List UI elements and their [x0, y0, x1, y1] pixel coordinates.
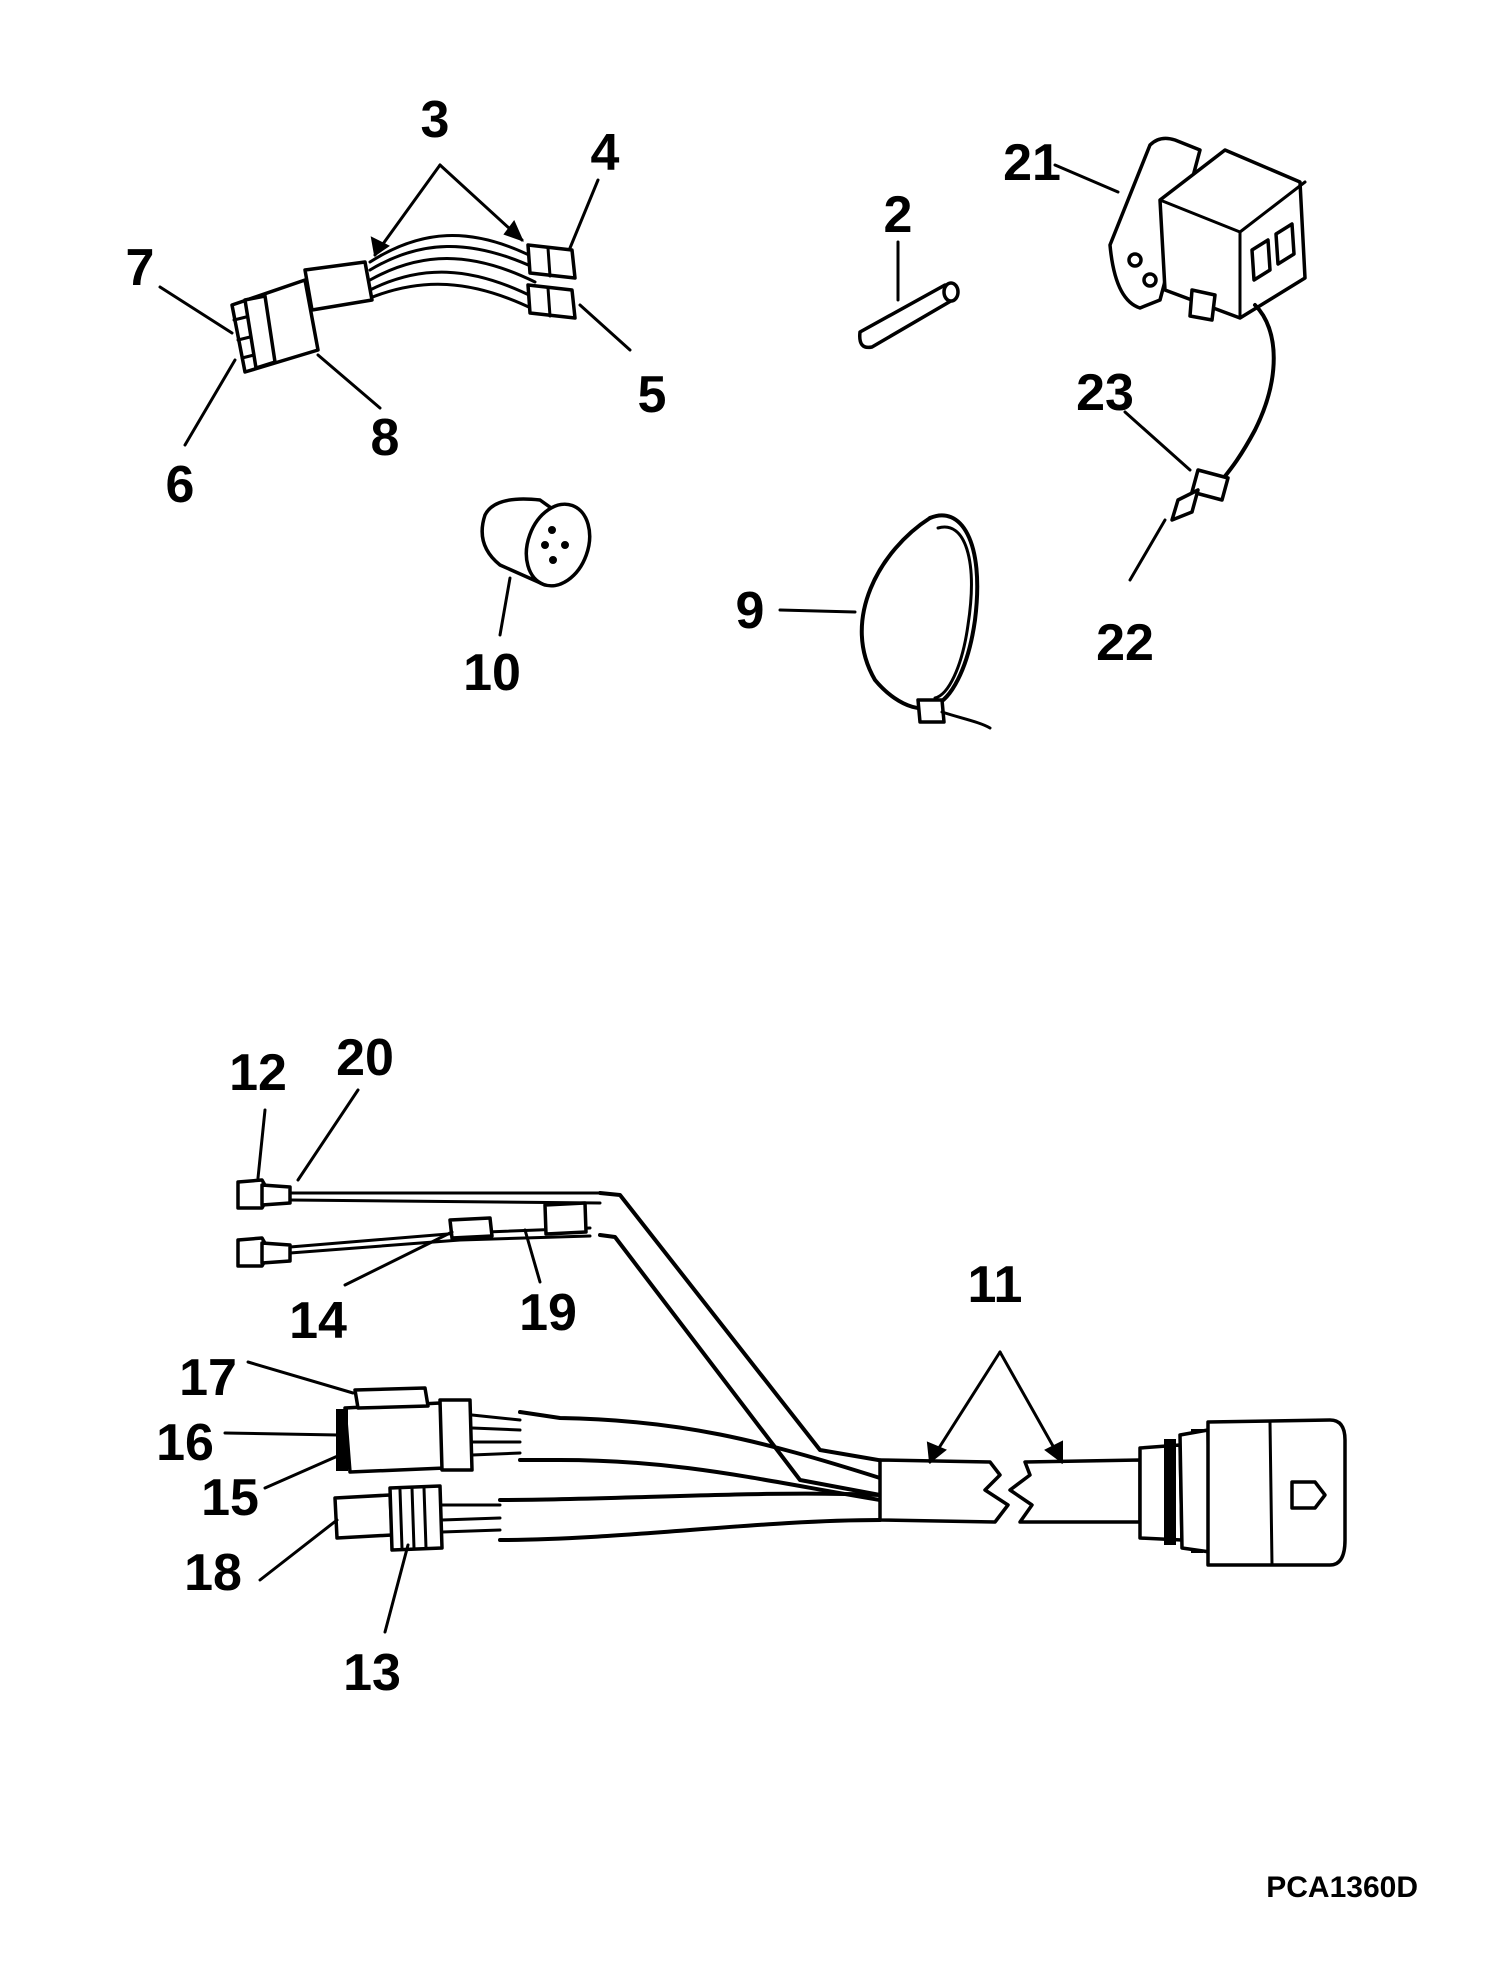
callout-20: 20 — [336, 1029, 394, 1087]
callout-19: 19 — [519, 1284, 577, 1342]
callout-15: 15 — [201, 1469, 259, 1527]
callout-16: 16 — [156, 1414, 214, 1472]
callout-8: 8 — [371, 409, 400, 467]
callout-9: 9 — [736, 582, 765, 640]
cable-tie-part — [859, 513, 992, 730]
main-wire-harness — [236, 1178, 1347, 1567]
module-part — [1108, 136, 1307, 522]
callout-12: 12 — [229, 1044, 287, 1102]
callout-2: 2 — [884, 186, 913, 244]
pin-part — [858, 281, 960, 350]
leader-lines — [158, 163, 1192, 1634]
callout-4: 4 — [591, 124, 620, 182]
callout-14: 14 — [289, 1292, 347, 1350]
callout-23: 23 — [1076, 364, 1134, 422]
callout-18: 18 — [184, 1544, 242, 1602]
callout-10: 10 — [463, 644, 521, 702]
callout-5: 5 — [638, 366, 667, 424]
callout-labels: 2 3 4 5 6 7 8 9 10 11 12 13 14 15 16 17 … — [126, 91, 1154, 1702]
callout-3: 3 — [421, 91, 450, 149]
callout-17: 17 — [179, 1349, 237, 1407]
callout-21: 21 — [1003, 134, 1061, 192]
callout-13: 13 — [343, 1644, 401, 1702]
cap-part — [480, 497, 592, 588]
callout-6: 6 — [166, 456, 195, 514]
callout-11: 11 — [968, 1256, 1023, 1314]
callout-22: 22 — [1096, 614, 1154, 672]
callout-7: 7 — [126, 239, 155, 297]
small-wire-harness — [230, 234, 577, 374]
drawing-code: PCA1360D — [1266, 1871, 1418, 1904]
